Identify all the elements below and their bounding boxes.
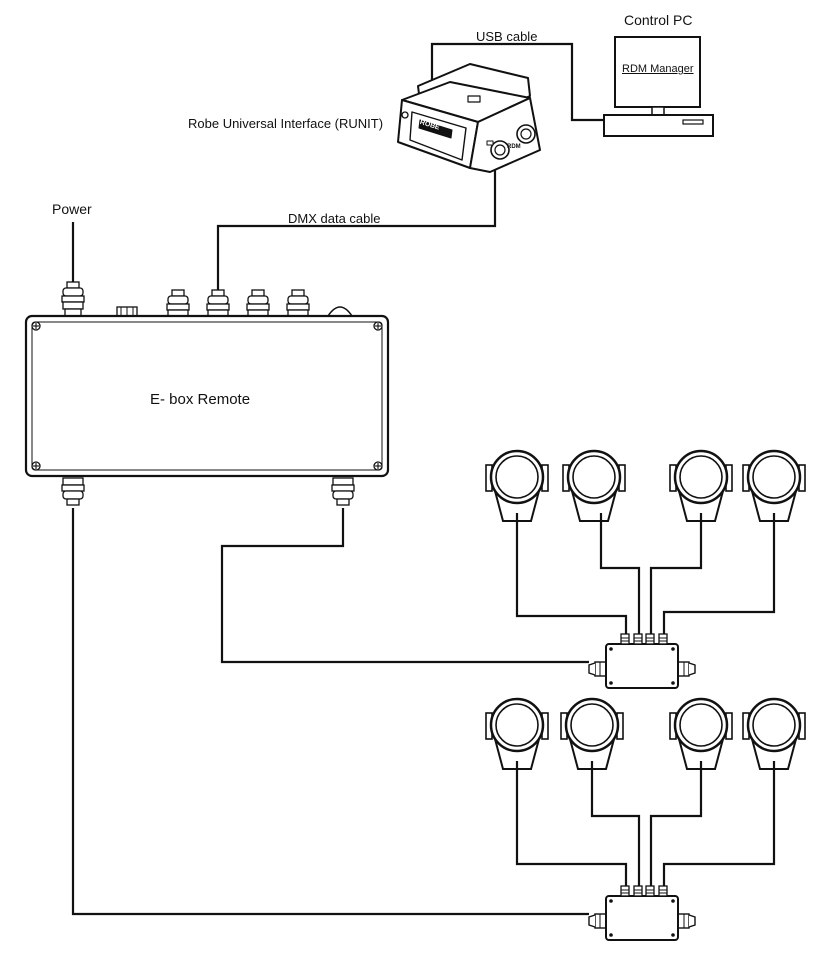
runit-port-label: RDM	[507, 144, 521, 150]
usb-cable-line	[430, 42, 604, 122]
ebox-remote	[24, 281, 390, 506]
spotlight-fixture-icon	[668, 697, 734, 771]
junction-box-icon	[589, 886, 695, 940]
ebox-top-connector-6	[286, 289, 310, 318]
ebox-dmx-connector	[206, 289, 230, 318]
ebox-top-connector-2	[116, 306, 138, 317]
dmx-cable-line	[216, 170, 497, 298]
runit-interface-icon	[397, 63, 541, 173]
runit-label: Robe Universal Interface (RUNIT)	[188, 116, 384, 131]
control-pc-label: Control PC	[624, 12, 693, 28]
ebox-top-connector-5	[246, 289, 270, 318]
cable-gland-icon	[61, 281, 85, 318]
output-cable-2	[71, 508, 589, 916]
spotlight-fixture-icon	[559, 697, 625, 771]
output-cable-1	[220, 508, 589, 664]
spotlight-fixture-icon	[741, 697, 807, 771]
ebox-top-dome	[326, 306, 354, 317]
spotlight-fixture-icon	[484, 697, 550, 771]
junction-box-icon	[589, 634, 695, 688]
control-pc	[603, 36, 714, 137]
spotlight-fixture-icon	[741, 449, 807, 523]
cables	[71, 42, 776, 916]
ebox-label: E- box Remote	[150, 391, 251, 408]
fixture-row-1	[484, 449, 807, 523]
dmx-cable-label: DMX data cable	[288, 211, 381, 226]
fixture-row-2	[484, 697, 807, 771]
spotlight-fixture-icon	[561, 449, 627, 523]
rdm-manager-label: RDM Manager	[622, 63, 694, 75]
usb-cable-label: USB cable	[476, 29, 538, 44]
spotlight-fixture-icon	[484, 449, 550, 523]
power-label: Power	[52, 201, 92, 217]
spotlight-fixture-icon	[668, 449, 734, 523]
ebox-top-connector-3	[166, 289, 190, 318]
computer-monitor-icon	[603, 36, 714, 137]
